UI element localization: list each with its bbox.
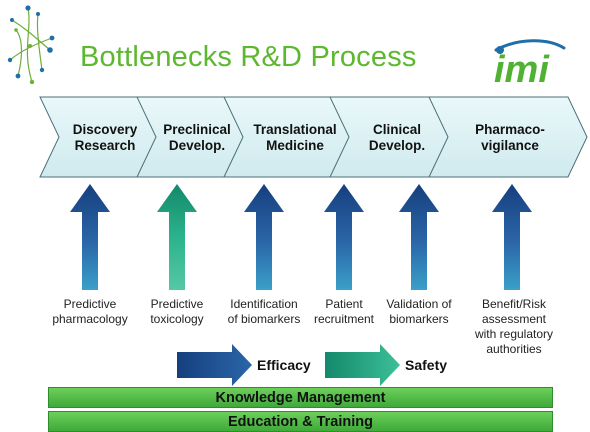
knowledge-management-bar: Knowledge Management xyxy=(48,387,553,408)
need-arrow-predictive-toxicology xyxy=(157,184,197,290)
need-arrow-validation-of-biomarkers xyxy=(399,184,439,290)
imi-logo-text: imi xyxy=(494,49,550,91)
stage-label-pharmacovigilance: Pharmaco-vigilance xyxy=(475,122,545,153)
safety-legend-label: Safety xyxy=(405,357,448,373)
molecule-network-logo xyxy=(7,5,55,85)
need-arrow-patient-recruitment xyxy=(324,184,364,290)
education-training-bar: Education & Training xyxy=(48,411,553,432)
safety-legend-arrow xyxy=(325,344,400,386)
efficacy-legend-label: Efficacy xyxy=(257,357,311,373)
page-title: Bottlenecks R&D Process xyxy=(80,41,417,73)
imi-logo: imi xyxy=(488,36,568,97)
efficacy-legend-arrow xyxy=(177,344,252,386)
stage-chevron-pharmacovigilance xyxy=(428,96,588,178)
need-arrow-benefit-risk xyxy=(492,184,532,290)
need-arrow-identification-of-biomarkers xyxy=(244,184,284,290)
need-arrow-predictive-pharmacology xyxy=(70,184,110,290)
